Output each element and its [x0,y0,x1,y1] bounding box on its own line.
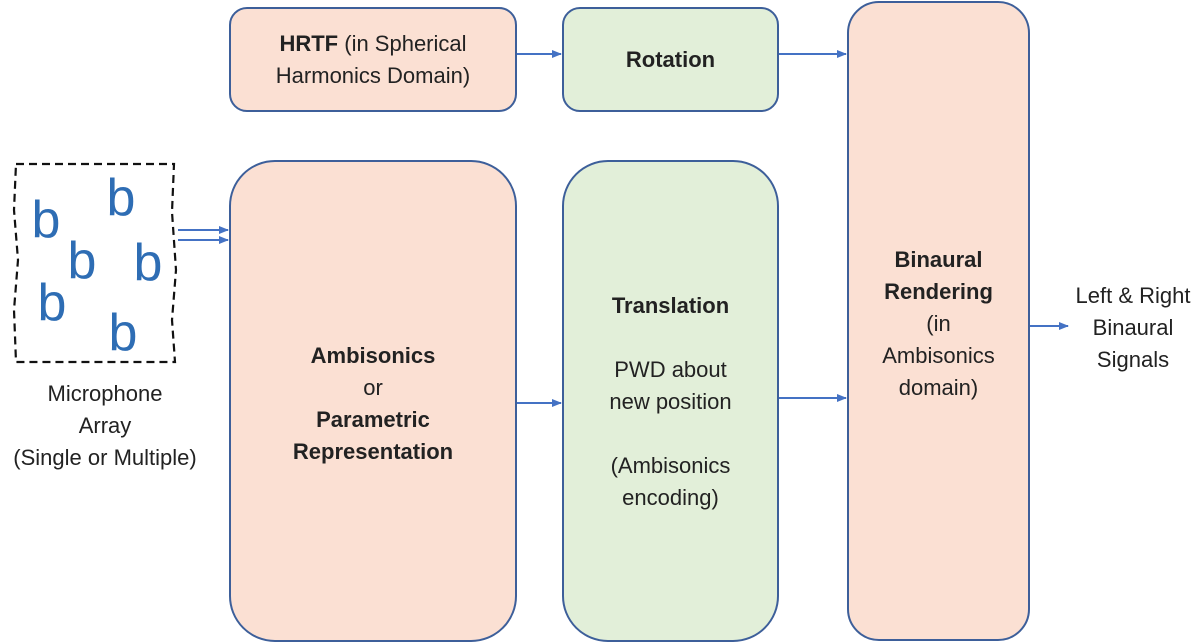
rotation-box: Rotation [562,7,779,112]
microphone-icon-6: b [109,304,138,362]
hrtf-box-line2: Harmonics Domain) [275,62,471,88]
ambisonics-box-line2: or [363,375,383,400]
translation-box-line2: new position [609,389,732,414]
ambisonics-box: Ambisonics or Parametric Representation [229,160,517,642]
microphone-icon-3: b [68,232,97,290]
translation-box-line1: PWD about [614,357,727,382]
output-label-line3: Signals [1096,347,1170,372]
translation-box: Translation PWD about new position (Ambi… [562,160,779,642]
translation-box-line4: encoding) [622,485,719,510]
binaural-box-line3: domain) [898,375,979,400]
hrtf-box-rest: (in Spherical [338,30,467,56]
microphone-array-dashed-border [12,162,178,364]
binaural-box: Binaural Rendering (in Ambisonics domain… [847,1,1030,641]
translation-box-line3: (Ambisonics [610,453,731,478]
binaural-box-line2: Ambisonics [882,343,995,368]
hrtf-box: HRTF (in Spherical Harmonics Domain) [229,7,517,112]
ambisonics-box-line3: Parametric [316,407,430,432]
microphone-icon-4: b [134,234,163,292]
microphone-label-line1: Microphone [47,381,163,406]
ambisonics-box-line1: Ambisonics [310,343,436,368]
microphone-icon-2: b [107,169,136,227]
binaural-box-line1: (in [926,311,951,336]
microphone-array-label: Microphone Array (Single or Multiple) [0,378,210,474]
translation-box-title: Translation [611,293,730,318]
output-signals-label: Left & Right Binaural Signals [1066,280,1200,376]
hrtf-box-line1: HRTF (in Spherical [279,28,466,60]
output-label-line1: Left & Right [1075,283,1191,308]
output-label-line2: Binaural [1092,315,1174,340]
binaural-box-title2: Rendering [884,279,993,304]
microphone-label-line3: (Single or Multiple) [13,445,197,470]
microphone-label-line2: Array [78,413,132,438]
hrtf-box-bold: HRTF [279,30,339,56]
microphone-icon-1: b [32,191,61,249]
binaural-box-title1: Binaural [894,247,983,272]
ambisonics-box-line4: Representation [292,439,454,464]
microphone-array-icon: b b b b b b [12,162,178,364]
rotation-box-label: Rotation [625,46,716,72]
microphone-icon-5: b [38,274,67,332]
